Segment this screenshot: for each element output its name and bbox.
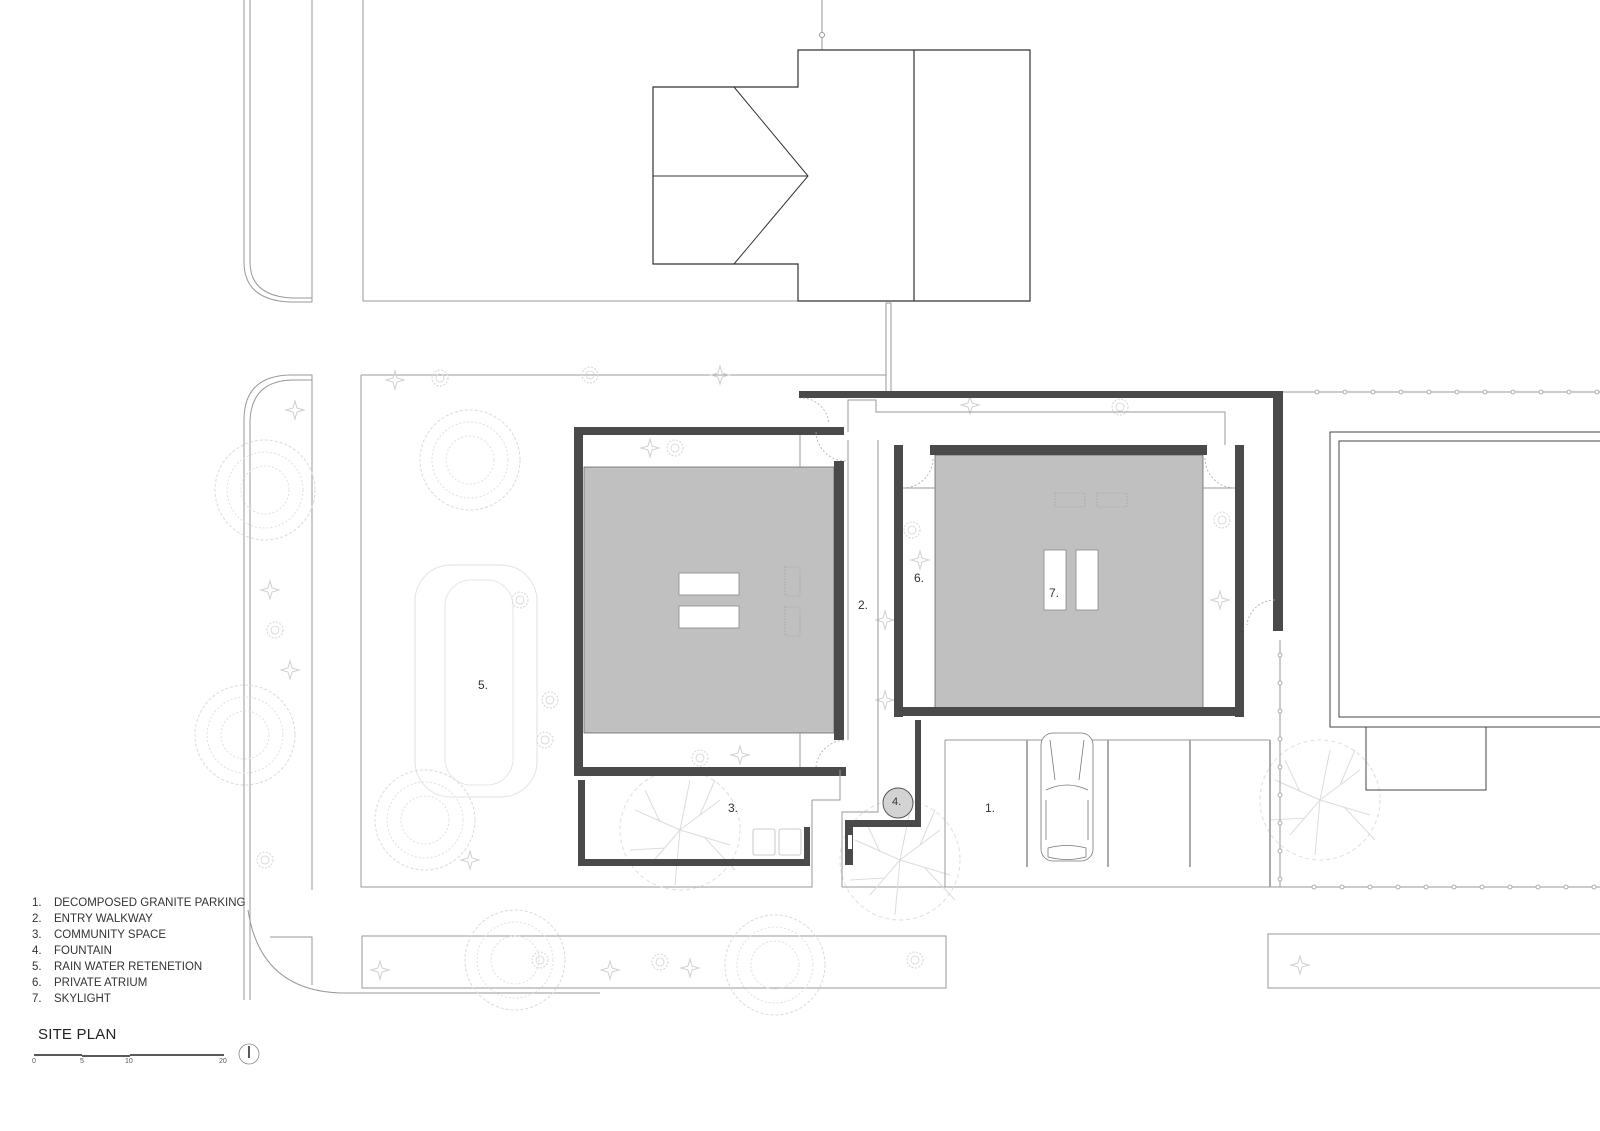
site-boundary: [360, 374, 1280, 888]
west-building: [574, 427, 847, 776]
fountain-icon: [882, 787, 914, 819]
scale-tick-5: 5: [80, 1058, 84, 1065]
label-retention: 5.: [478, 678, 489, 692]
legend-item: 6.PRIVATE ATRIUM: [32, 977, 148, 989]
label-parking: 1.: [985, 801, 996, 815]
parking-area: [944, 732, 1271, 887]
legend: 1.DECOMPOSED GRANITE PARKING 2.ENTRY WAL…: [32, 895, 245, 1007]
neighbor-house: [652, 49, 1031, 302]
legend-item: 2.ENTRY WALKWAY: [32, 913, 153, 925]
label-fountain: 4.: [892, 796, 902, 808]
legend-item: 3.COMMUNITY SPACE: [32, 929, 167, 941]
scale-bar: [34, 1054, 224, 1057]
north-arrow-icon: [238, 1043, 260, 1065]
label-walkway: 2.: [858, 598, 869, 612]
neighbor-lot-north: [243, 0, 1031, 394]
fountain-area: [845, 720, 921, 865]
neighbor-lot-east: [1277, 389, 1600, 890]
legend-item: 7.SKYLIGHT: [32, 993, 111, 1005]
street-curbs: [243, 374, 1600, 1000]
legend-item: 1.DECOMPOSED GRANITE PARKING: [32, 897, 246, 909]
east-building: [894, 391, 1283, 717]
scale-tick-0: 0: [32, 1058, 36, 1065]
label-atrium: 6.: [914, 571, 925, 585]
community-space: [578, 770, 841, 887]
car-icon: [1040, 732, 1094, 862]
entry-walkway: [799, 391, 1283, 887]
drawing-title: SITE PLAN: [38, 1026, 117, 1043]
label-skylight: 7.: [1049, 586, 1060, 600]
scale-tick-20: 20: [219, 1058, 227, 1065]
label-community: 3.: [728, 801, 739, 815]
legend-item: 5.RAIN WATER RETENETION: [32, 961, 203, 973]
scale-tick-10: 10: [125, 1058, 133, 1065]
legend-item: 4.FOUNTAIN: [32, 945, 112, 957]
